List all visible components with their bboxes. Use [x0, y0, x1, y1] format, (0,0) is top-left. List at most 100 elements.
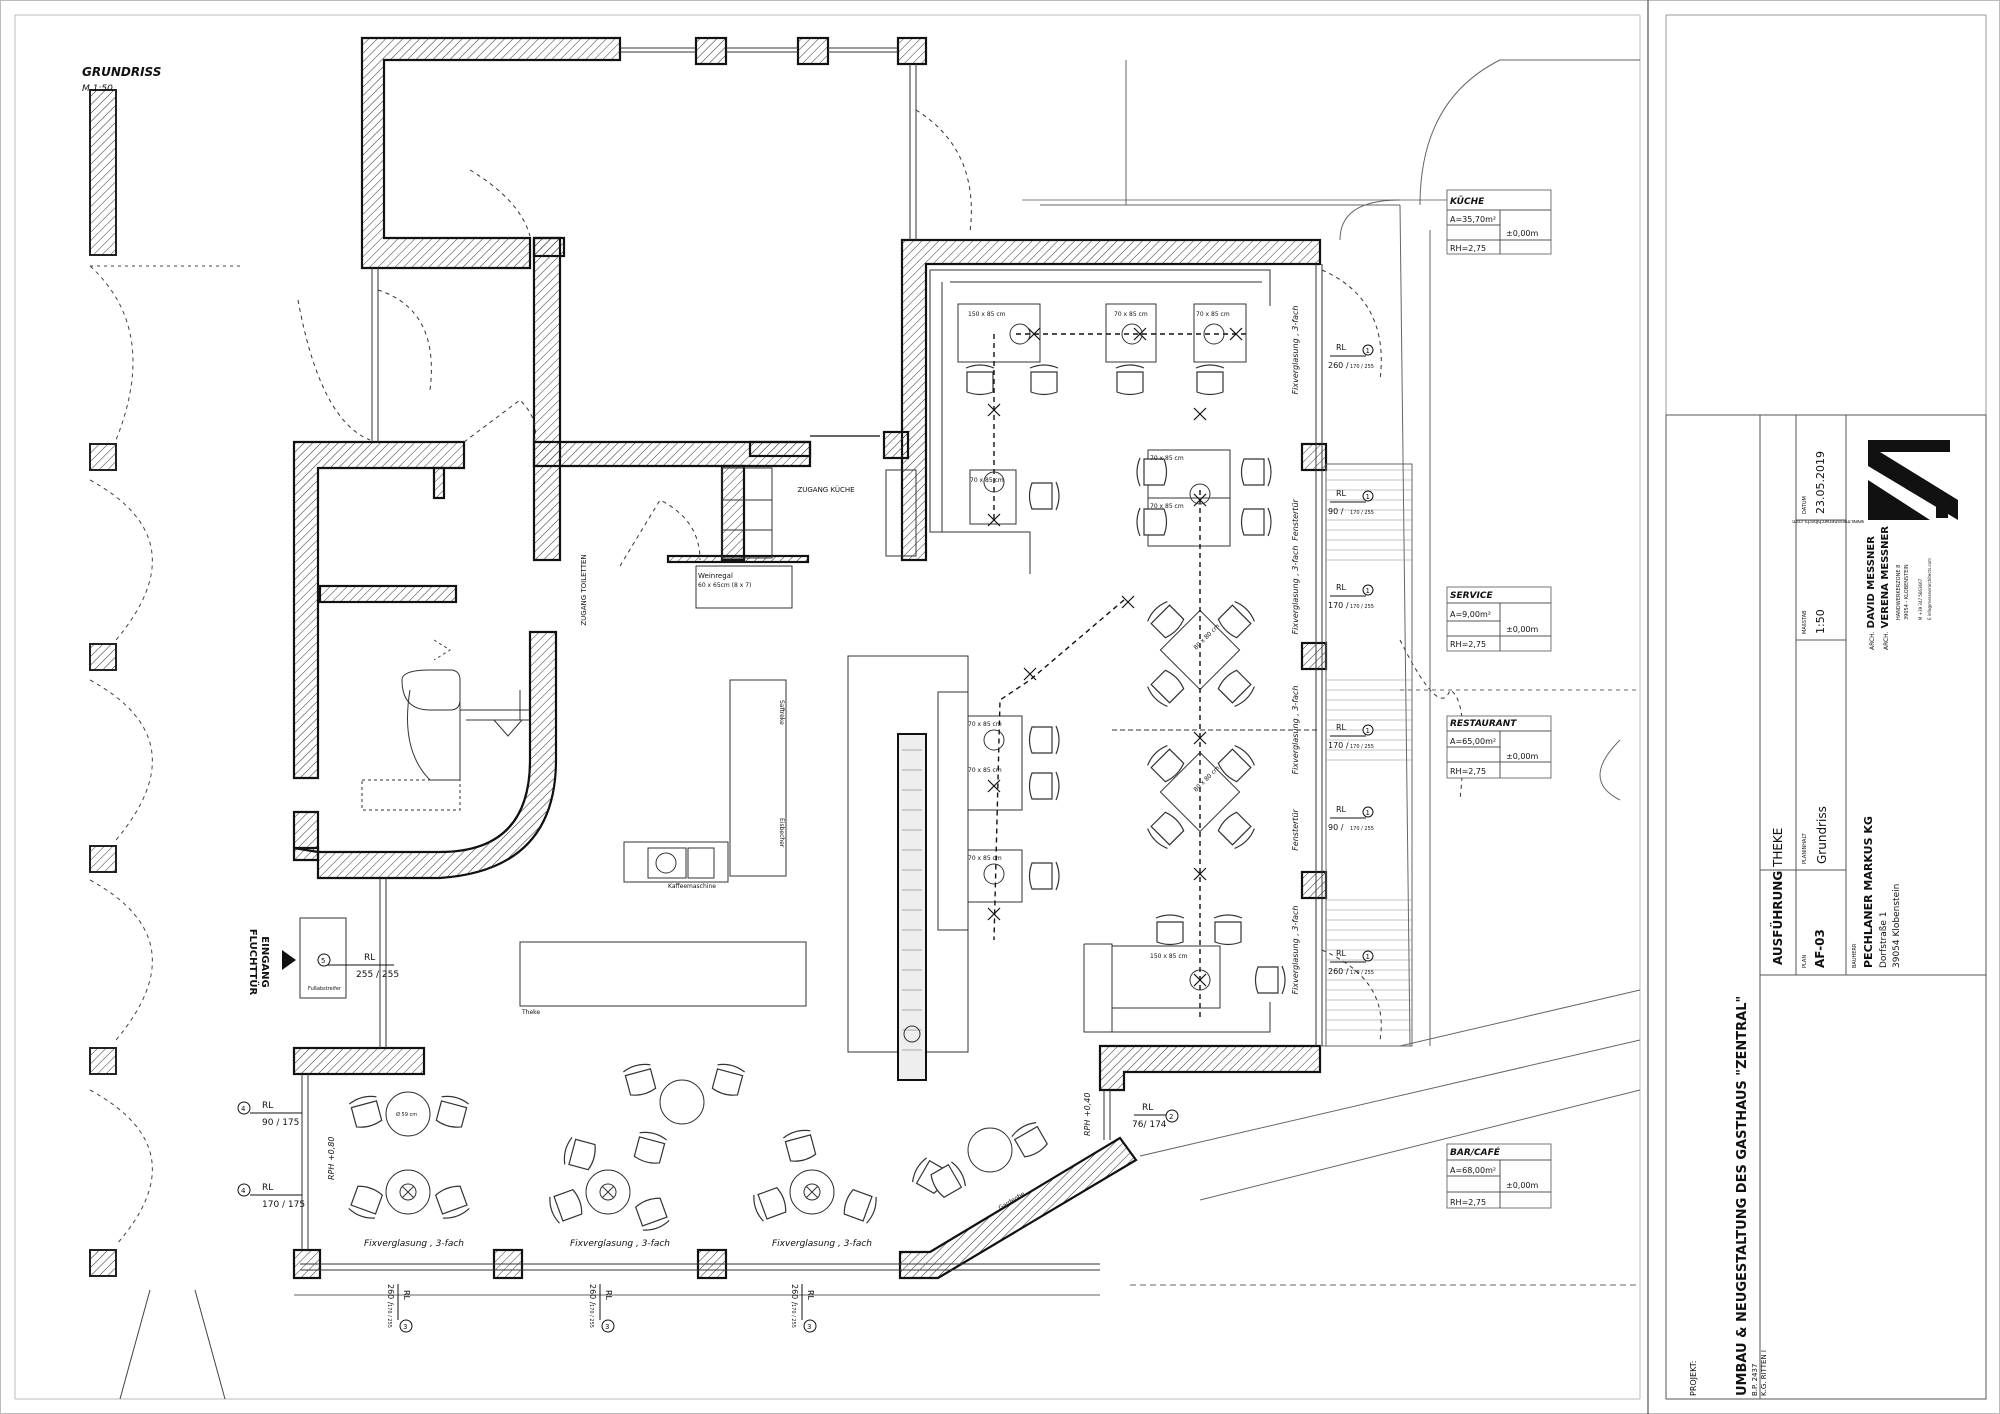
window-tags-bottom: RL 260 / 170 / 255 3 RL 260 / 170 / 255 … — [386, 1284, 817, 1333]
table-size: 70 x 85 cm — [1150, 503, 1184, 510]
svg-text:RL: RL — [1336, 489, 1347, 498]
svg-text:76/ 174: 76/ 174 — [1132, 1120, 1167, 1130]
room-area: A=68,00m² — [1450, 1166, 1496, 1175]
label-theke: Theke — [521, 1009, 540, 1016]
architect-email: E info@messnerarchitects.com — [1927, 558, 1932, 620]
drawing-title: GRUNDRISS — [82, 65, 161, 79]
window-tag-number: 3 — [605, 1323, 609, 1331]
label-weinregal-size: 60 x 65cm (8 x 7) — [698, 582, 751, 589]
walls — [292, 36, 1328, 1280]
svg-text:RL: RL — [1142, 1103, 1153, 1113]
architect-website: www.messnerarchitects.com — [1792, 518, 1864, 524]
window-door-label: Fenstertür — [1291, 498, 1300, 540]
plan-content-label: PLANINHALT — [1802, 832, 1808, 864]
svg-text:170 /: 170 / — [1328, 741, 1349, 750]
table-size: 70 x 85 cm — [968, 767, 1002, 774]
table-size: Ø 59 cm — [396, 1111, 417, 1118]
svg-text:170 / 255: 170 / 255 — [1350, 364, 1374, 370]
window-tags-left: RL 76/ 174 2 RL 90 / 175 4 RL 170 / 175 … — [237, 953, 1179, 1210]
room-name: RESTAURANT — [1450, 719, 1517, 729]
room-name: KÜCHE — [1450, 196, 1485, 207]
rph-label: RPH +0,40 — [1083, 1093, 1092, 1136]
svg-text:1: 1 — [1366, 727, 1370, 735]
svg-text:170 / 255: 170 / 255 — [386, 1304, 392, 1328]
svg-text:170 / 255: 170 / 255 — [790, 1304, 796, 1328]
rph-label: RPH +0,80 — [327, 1137, 336, 1180]
room-area: A=35,70m² — [1450, 215, 1496, 224]
table-size: 70 x 85 cm — [1114, 311, 1148, 318]
glazing-label: Fixverglasung , 3-fach — [1291, 686, 1300, 775]
stair-down-icon — [492, 719, 524, 737]
architect-address-2: 39054 - KLOBENSTEIN — [1904, 564, 1910, 620]
glazing-label: Fixverglasung , 3-fach — [1291, 906, 1300, 995]
window-door-label: Fenstertür — [1291, 808, 1300, 850]
svg-text:260 /: 260 / — [790, 1284, 799, 1305]
client-street: Dorfstraße 1 — [1879, 911, 1889, 968]
escape-door-label: FLUCHTTÜR — [247, 929, 261, 996]
svg-text:90 /: 90 / — [1328, 823, 1344, 832]
glazing-label: Fixverglasung , 3-fach — [1291, 306, 1300, 395]
table-size: 80 x 80 cm — [1192, 623, 1221, 652]
client-label: BAUHERR — [1852, 943, 1858, 968]
svg-text:RL: RL — [806, 1290, 815, 1301]
label-kaffeemaschine: Kaffeemaschine — [668, 883, 716, 890]
svg-text:170 / 255: 170 / 255 — [1350, 826, 1374, 832]
room-table-service: SERVICE A=9,00m² ±0,00m RH=2,75 — [1446, 586, 1552, 652]
label-weinregal: Weinregal — [698, 572, 733, 580]
svg-text:170 / 255: 170 / 255 — [1350, 604, 1374, 610]
project-label: PROJEKT: — [1689, 1361, 1698, 1396]
svg-text:4: 4 — [241, 1187, 246, 1195]
room-height: RH=2,75 — [1450, 1198, 1486, 1207]
svg-text:RL: RL — [1336, 583, 1347, 592]
lighting-lines — [993, 333, 1250, 1020]
architect-2: ARCH. VERENA MESSNER — [1880, 526, 1891, 650]
project-name: UMBAU & NEUGESTALTUNG DES GASTHAUS "ZENT… — [1735, 996, 1750, 1396]
room-name: BAR/CAFÉ — [1450, 1146, 1501, 1158]
room-name: SERVICE — [1450, 591, 1493, 601]
room-level: ±0,00m — [1506, 229, 1539, 238]
table-size: 70 x 85 cm — [1150, 455, 1184, 462]
scale-value: 1:50 — [1814, 609, 1827, 634]
project-bp: B.P. 2437 — [1751, 1364, 1759, 1396]
svg-text:RL: RL — [262, 1101, 273, 1111]
glazing-label: Fixverglasung , 3-fach — [570, 1239, 670, 1249]
room-table-barcafe: BAR/CAFÉ A=68,00m² ±0,00m RH=2,75 — [1446, 1143, 1552, 1209]
label-fussabstreifer: Fußabstreifer — [308, 986, 342, 992]
terrace-context — [294, 59, 1641, 1296]
client-name: PECHLANER MARKUS KG — [1862, 816, 1875, 968]
messner-logo-icon — [1868, 440, 1958, 520]
window-tag-number: 3 — [403, 1323, 407, 1331]
svg-text:RL: RL — [1336, 949, 1347, 958]
table-size: 70 x 85 cm — [1196, 311, 1230, 318]
plan-content: Grundriss — [1815, 806, 1829, 864]
svg-text:2: 2 — [1169, 1113, 1173, 1121]
table-size: 150 x 85 cm — [1150, 953, 1188, 960]
room-height: RH=2,75 — [1450, 767, 1486, 776]
glazing-label: Fixverglasung , 3-fach — [364, 1239, 464, 1249]
svg-text:RL: RL — [1336, 343, 1347, 352]
left-arcade — [89, 89, 240, 1400]
client-city: 39054 Klobenstein — [1892, 884, 1902, 968]
drawing-scale: M 1:50 — [82, 84, 113, 94]
svg-text:90 /: 90 / — [1328, 507, 1344, 516]
svg-text:170 / 255: 170 / 255 — [588, 1304, 594, 1328]
table-size: 70 x 85 cm — [968, 721, 1002, 728]
label-eisbecher: Eisbecher — [778, 818, 785, 848]
table-size: 70 x 85 cm — [970, 477, 1004, 484]
svg-text:1: 1 — [1366, 953, 1370, 961]
svg-text:4: 4 — [241, 1105, 246, 1113]
room-level: ±0,00m — [1506, 1181, 1539, 1190]
room-height: RH=2,75 — [1450, 640, 1486, 649]
title-block: PROJEKT: UMBAU & NEUGESTALTUNG DES GASTH… — [1665, 414, 1987, 1400]
label-zugang-toiletten: ZUGANG TOILETTEN — [580, 554, 588, 625]
label-zugang-kueche: ZUGANG KÜCHE — [797, 485, 854, 494]
plan-label: PLAN — [1802, 955, 1808, 968]
round-tables — [385, 1079, 1013, 1215]
svg-text:90 / 175: 90 / 175 — [262, 1118, 299, 1128]
svg-text:170 /: 170 / — [1328, 601, 1349, 610]
svg-text:1: 1 — [1366, 587, 1370, 595]
label-saftreke: Saftreke — [778, 700, 785, 725]
svg-text:RL: RL — [604, 1290, 613, 1301]
light-points — [987, 327, 1243, 987]
